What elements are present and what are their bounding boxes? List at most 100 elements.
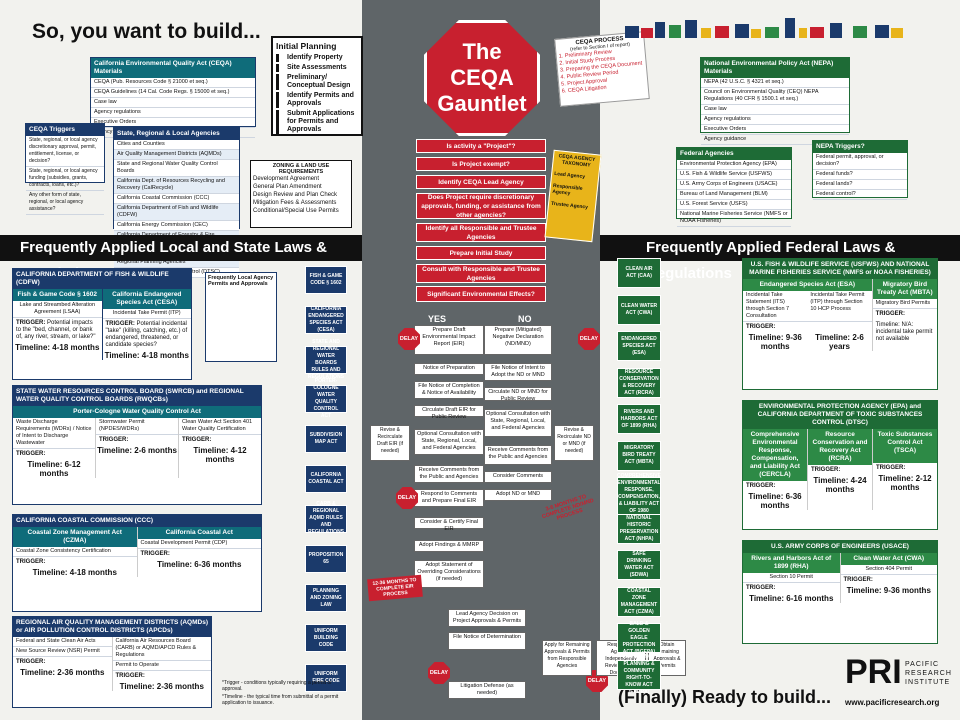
ceqa-trigger-row: State, regional, or local agency funding… <box>26 167 104 191</box>
ceqa-triggers-box: CEQA Triggers State, regional, or local … <box>25 123 105 215</box>
aqmd-timeline-b: Timeline: 2-36 months <box>119 682 204 691</box>
cdfw-timeline-a: Timeline: 4-18 months <box>15 343 100 352</box>
ccc-title: CALIFORNIA COASTAL COMMISSION (CCC) <box>13 515 261 527</box>
federal-law-box: COMPREHENSIVE ENVIRONMENTAL RESPONSE, CO… <box>617 473 661 521</box>
federal-law-box: MIGRATORY BIRD TREATY ACT (MBTA) <box>617 440 661 471</box>
federal-agencies-box: Federal Agencies Environmental Protectio… <box>676 147 792 227</box>
state-agencies-box: State, Regional & Local Agencies Cities … <box>113 127 240 278</box>
usace-title: U.S. ARMY CORPS OF ENGINEERS (USACE) <box>743 541 937 553</box>
taxonomy-title: CEQA AGENCY TAXONOMY <box>558 153 596 169</box>
trigger-label: TRIGGER: <box>182 437 212 443</box>
state-agency-row: California Energy Commission (CEC) <box>114 221 239 231</box>
ceqa-step: Significant Environmental Effects? <box>416 286 546 302</box>
trigger-label: TRIGGER: <box>16 559 46 565</box>
federal-law-box: ENDANGERED SPECIES ACT (ESA) <box>617 331 661 361</box>
eir-step: Consider & Certify Final EIR <box>414 517 484 532</box>
delay-sign-litigation: DELAY <box>428 662 450 684</box>
no-label: NO <box>518 314 532 324</box>
swrcb-permit-2: Stormwater Permit (NPDES/WDRs) <box>96 418 178 435</box>
state-law-box: CALIFORNIA ENDANGERED SPECIES ACT (CESA) <box>305 305 347 334</box>
eir-step: Circulate Draft EIR for Public Review <box>414 405 484 420</box>
planning-item: Submit Applications for Permits and Appr… <box>276 110 358 134</box>
state-law-box: UNIFORM BUILDING CODE <box>305 624 347 653</box>
federal-agencies-title: Federal Agencies <box>677 148 791 160</box>
trigger-label: TRIGGER: <box>99 437 129 443</box>
state-law-box: PLANNING AND ZONING LAW <box>305 584 347 613</box>
usace-permit-a: Section 10 Permit <box>743 573 840 583</box>
usfws-title: U.S. FISH & WILDLIFE SERVICE (USFWS) AND… <box>743 259 937 279</box>
state-laws-banner: Frequently Applied Local and State Laws … <box>0 235 362 282</box>
state-agency-row: Regional Planning Agencies <box>114 258 239 268</box>
ceqa-process-note: CEQA PROCESS (refer to Section I of repo… <box>554 31 650 107</box>
epa-col-b: Resource Conservation and Recovery Act (… <box>808 429 872 465</box>
ceqa-materials-title: California Environmental Quality Act (CE… <box>91 58 255 78</box>
zoning-item: General Plan Amendment <box>253 184 322 190</box>
nepa-material-row: Executive Orders <box>701 125 849 135</box>
swrcb-timeline-3: Timeline: 4-12 months <box>193 446 247 464</box>
state-agency-row: California Coastal Commission (CCC) <box>114 194 239 204</box>
nd-step: Consider Comments <box>484 471 552 483</box>
cdfw-permit-b: Incidental Take Permit (ITP) <box>102 309 191 319</box>
epa-timeline-c: Timeline: 2-12 months <box>878 474 932 492</box>
trigger-label: TRIGGER: <box>746 483 776 489</box>
gauntlet-stop-sign: The CEQA Gauntlet <box>424 20 540 136</box>
eir-step: Adopt Findings & MMRP <box>414 540 484 552</box>
state-law-box: PROPOSITION 65 <box>305 544 347 573</box>
trigger-label: TRIGGER: <box>16 320 46 326</box>
zoning-item: Conditional/Special Use Permits <box>253 208 339 214</box>
nepa-materials-box: National Environmental Policy Act (NEPA)… <box>700 57 850 145</box>
ccc-col-a: Coastal Zone Management Act (CZMA) <box>13 527 137 547</box>
usfws-col-b: Migratory Bird Treaty Act (MBTA) <box>872 279 937 299</box>
federal-law-box: NATIONAL HISTORIC PRESERVATION ACT (NHPA… <box>617 513 661 544</box>
city-skyline-icon <box>625 18 903 38</box>
usace-timeline-a: Timeline: 6-16 months <box>749 594 834 603</box>
planning-item: Preliminary/ Conceptual Design <box>276 74 358 90</box>
usfws-permit-a1: Incidental Take Statement (ITS) through … <box>743 291 808 322</box>
aqmd-permit-b: Permit to Operate <box>112 661 211 671</box>
nd-step: Prepare (Mitigated) Negative Declaration… <box>484 325 552 355</box>
trigger-label: TRIGGER: <box>115 673 145 679</box>
ceqa-step: Identify CEQA Lead Agency <box>416 175 546 189</box>
trigger-label: TRIGGER: <box>843 577 873 583</box>
yes-label: YES <box>428 314 447 324</box>
planning-title: Initial Planning <box>276 41 337 51</box>
ceqa-step: Prepare Initial Study <box>416 246 546 260</box>
eir-step: Prepare Draft Environmental Impact Repor… <box>414 325 484 355</box>
page-title-left: So, you want to build... <box>32 20 261 43</box>
nepa-material-row: Agency guidance <box>701 135 849 145</box>
eir-step: Notice of Preparation <box>414 363 484 375</box>
ccc-panel: CALIFORNIA COASTAL COMMISSION (CCC) Coas… <box>12 514 262 612</box>
ceqa-step: Is Project exempt? <box>416 157 546 171</box>
federal-agency-row: U.S. Fish & Wildlife Service (USFWS) <box>677 170 791 180</box>
usfws-timeline-b: Timeline: N/A: incidental take permit no… <box>875 322 933 342</box>
local-permits-title: Frequently Local Agency Permits and Appr… <box>208 275 274 287</box>
eir-duration-note: 12-36 MONTHS TO COMPLETE EIR PROCESS <box>367 574 423 602</box>
trigger-label: TRIGGER: <box>875 311 906 317</box>
usace-panel: U.S. ARMY CORPS OF ENGINEERS (USACE) Riv… <box>742 540 938 644</box>
aqmd-panel: REGIONAL AIR QUALITY MANAGEMENT DISTRICT… <box>12 616 212 708</box>
ceqa-triggers-title: CEQA Triggers <box>26 124 104 136</box>
state-agency-row: California Dept. of Resources Recycling … <box>114 177 239 194</box>
aqmd-title: REGIONAL AIR QUALITY MANAGEMENT DISTRICT… <box>13 617 211 637</box>
usfws-timeline-a: Timeline: 9-36 months <box>748 333 802 351</box>
revise-eir-box: Revise & Recirculate Draft EIR (if neede… <box>370 425 410 461</box>
taxonomy-item: Trustee Agency <box>550 200 589 211</box>
federal-agency-row: Bureau of Land Management (BLM) <box>677 190 791 200</box>
trigger-label: TRIGGER: <box>16 451 46 457</box>
delay-sign-eir: DELAY <box>398 328 420 350</box>
nd-step: Adopt ND or MND <box>484 489 552 501</box>
state-law-box: UNIFORM FIRE CODE <box>305 664 347 692</box>
federal-law-box: RIVERS AND HARBORS ACT OF 1899 (RHA) <box>617 404 661 434</box>
usace-permit-b: Section 404 Permit <box>840 565 937 575</box>
state-law-box: PORTER-COLOGNE WATER QUALITY CONTROL ACT <box>305 378 347 419</box>
epa-panel: ENVIRONMENTAL PROTECTION AGENCY (EPA) an… <box>742 400 938 530</box>
ceqa-materials-box: California Environmental Quality Act (CE… <box>90 57 256 138</box>
ceqa-step: Is activity a "Project"? <box>416 139 546 153</box>
delay-sign-nd: DELAY <box>578 328 600 350</box>
eir-step: Receive Comments from the Public and Age… <box>414 465 484 483</box>
planning-item: Identify Permits and Approvals <box>276 92 358 108</box>
trigger-label: TRIGGER: <box>746 324 776 330</box>
federal-law-box: CLEAN AIR ACT (CAA) <box>617 258 661 288</box>
